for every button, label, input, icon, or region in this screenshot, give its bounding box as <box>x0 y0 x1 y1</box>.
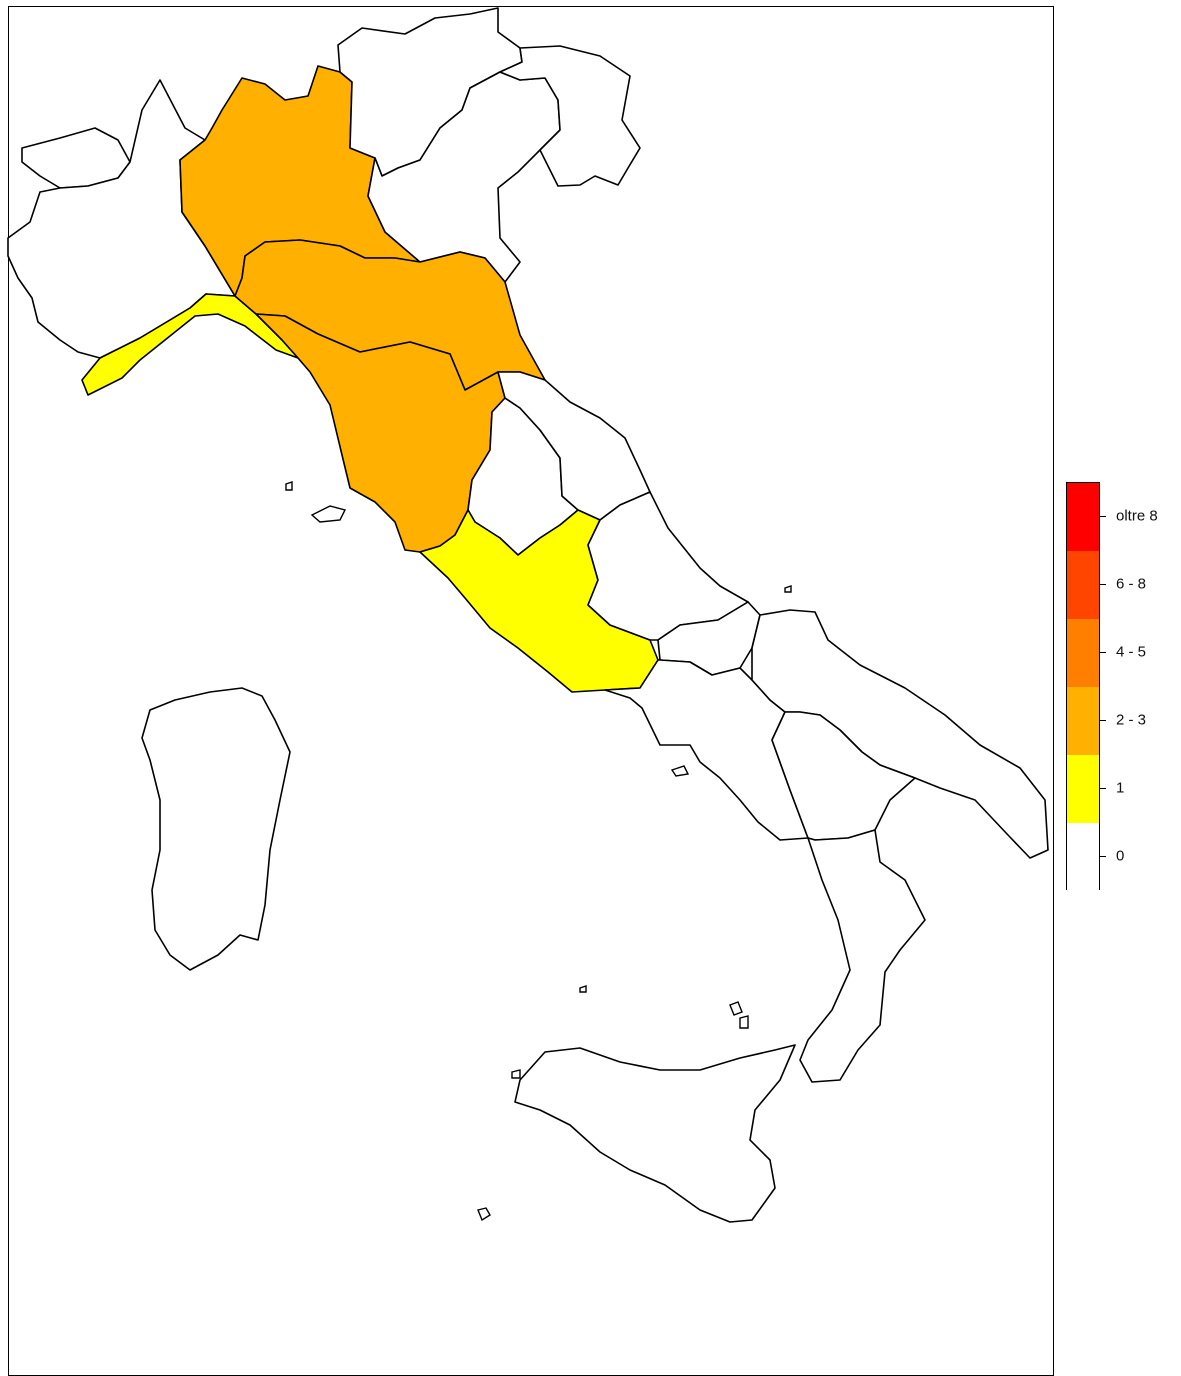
islet <box>285 481 293 491</box>
legend-tick <box>1100 516 1106 517</box>
region-sardegna <box>141 687 291 971</box>
legend-swatch <box>1067 755 1099 823</box>
legend-tick <box>1100 720 1106 721</box>
legend-label: oltre 8 <box>1116 507 1158 525</box>
legend-tick <box>1100 652 1106 653</box>
legend-swatch <box>1067 619 1099 687</box>
region-basilicata <box>771 711 916 841</box>
region-friuli-venezia-giulia <box>499 45 641 187</box>
region-sicilia <box>514 1044 796 1223</box>
legend-tick <box>1100 584 1106 585</box>
islet <box>670 765 690 777</box>
legend-tick <box>1100 788 1106 789</box>
islets-layer <box>285 481 792 1222</box>
legend-swatch <box>1067 687 1099 755</box>
islet <box>579 985 587 993</box>
islet <box>310 505 347 523</box>
legend-label: 2 - 3 <box>1116 711 1147 729</box>
legend-label: 1 <box>1116 779 1125 797</box>
legend-label: 6 - 8 <box>1116 575 1147 593</box>
legend-tick <box>1100 856 1106 857</box>
color-legend <box>1066 482 1100 891</box>
islet <box>784 585 792 593</box>
islet <box>739 1015 749 1029</box>
regions-layer <box>7 7 1049 1223</box>
islet <box>477 1207 491 1222</box>
legend-swatch <box>1067 551 1099 619</box>
legend-swatch <box>1067 823 1099 891</box>
islet <box>511 1069 521 1079</box>
region-calabria <box>799 829 926 1083</box>
legend-label: 0 <box>1116 847 1125 865</box>
legend-label: 4 - 5 <box>1116 643 1147 661</box>
islet <box>729 1001 743 1016</box>
legend-swatch <box>1067 483 1099 551</box>
